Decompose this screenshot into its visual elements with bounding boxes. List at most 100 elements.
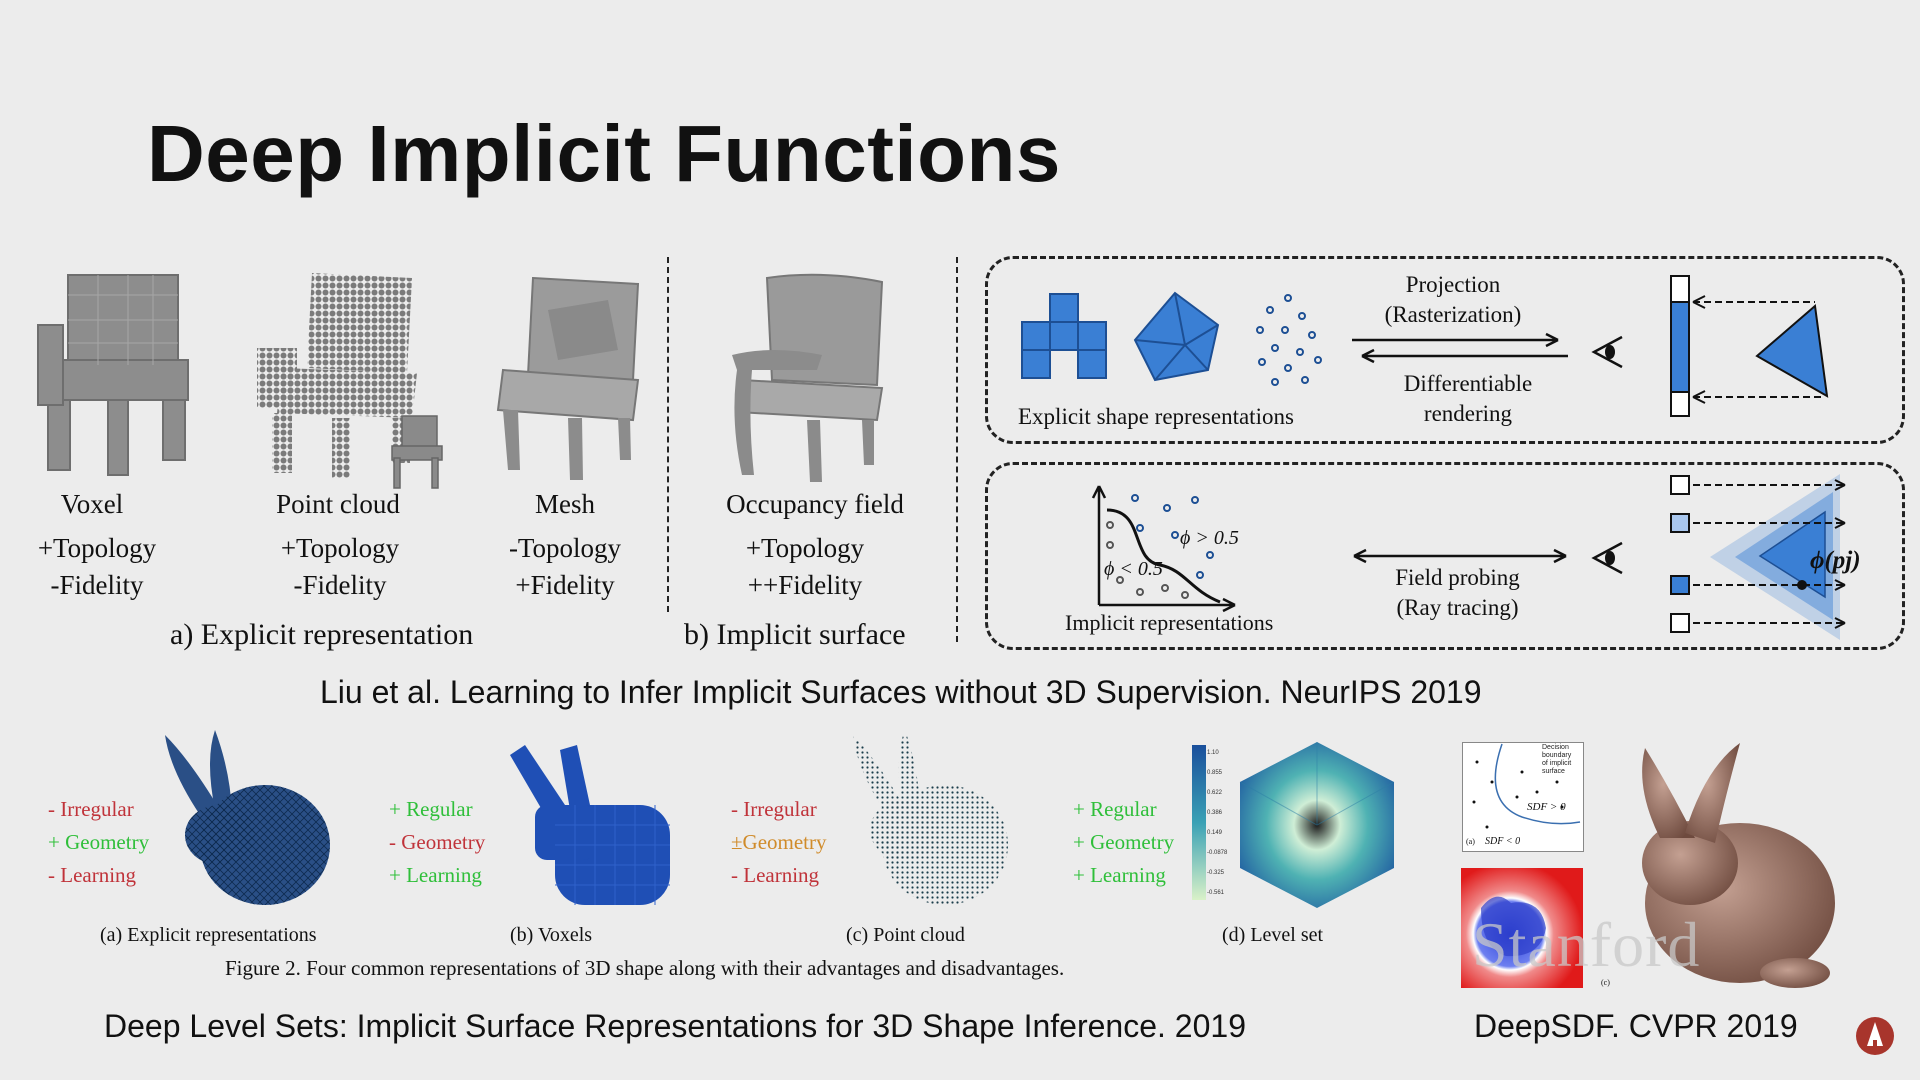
colorbar-tick: 0.149 <box>1207 830 1223 836</box>
panel-c-attr-3: - Learning <box>731 863 820 887</box>
eye-icon-upper <box>1591 335 1623 369</box>
phi-pj-label: ϕ(pj) <box>1810 547 1861 574</box>
explicit-bunny-image <box>165 730 330 905</box>
panel-c-attributes: - Irregular ±Geometry - Learning <box>731 793 827 892</box>
citation-deepsdf: DeepSDF. CVPR 2019 <box>1474 1008 1798 1044</box>
figure-2-caption: Figure 2. Four common representations of… <box>225 956 1065 980</box>
point-cloud-pro-2: -Fidelity <box>293 570 387 600</box>
occupancy-label: Occupancy field <box>726 489 904 519</box>
projection-line-1: Projection <box>1405 272 1501 297</box>
section-b-label: b) Implicit surface <box>684 618 906 651</box>
ray-tracing-diagram <box>1670 474 1846 640</box>
voxel-bunny-image <box>510 745 670 905</box>
stanford-watermark: Stanford <box>1472 909 1701 980</box>
point-cloud-label: Point cloud <box>276 489 400 519</box>
panel-a-attr-3: - Learning <box>48 863 137 887</box>
level-set-cube-image <box>1239 742 1395 908</box>
explicit-shape-caption: Explicit shape representations <box>1018 404 1294 429</box>
implicit-plot-diagram <box>1091 485 1236 613</box>
point-cloud-pro-1: +Topology <box>280 533 400 563</box>
sdf-panel-c-label: (c) <box>1601 978 1610 987</box>
projection-line-2: (Rasterization) <box>1384 302 1522 327</box>
occupancy-pro-1: +Topology <box>745 533 865 563</box>
panel-d-attributes: + Regular + Geometry + Learning <box>1073 793 1174 892</box>
projection-label: Projection (Rasterization) <box>1368 270 1538 330</box>
mesh-pro-2: +Fidelity <box>515 570 615 600</box>
voxel-pro-2: -Fidelity <box>50 570 144 600</box>
projection-screen-diagram <box>1670 275 1829 417</box>
eye-icon-lower <box>1591 541 1623 575</box>
citation-deep-level-sets: Deep Level Sets: Implicit Surface Repres… <box>104 1008 1246 1044</box>
mesh-pros: -Topology +Fidelity <box>490 530 640 604</box>
panel-c-caption: (c) Point cloud <box>846 924 965 946</box>
panel-b-attr-3: + Learning <box>389 863 482 887</box>
panel-b-attr-1: + Regular <box>389 797 473 821</box>
section-a-label: a) Explicit representation <box>170 618 474 651</box>
phi-less-label: ϕ < 0.5 <box>1104 558 1163 580</box>
point-cloud-chair-image <box>257 273 443 489</box>
sdf-decision-boundary-panel <box>1462 742 1584 852</box>
level-set-colorbar <box>1192 745 1206 900</box>
divider-explicit-implicit <box>667 257 669 612</box>
sdf-boundary-line: of implicit <box>1542 760 1572 767</box>
sdf-heatmap-image <box>1461 868 1583 988</box>
colorbar-tick: -0.561 <box>1207 890 1225 896</box>
sdf-panel-a-label: (a) <box>1466 837 1475 846</box>
panel-b-caption: (b) Voxels <box>510 924 593 946</box>
sdf-boundary-label: Decision boundary of implicit surface <box>1542 744 1571 776</box>
slide-title: Deep Implicit Functions <box>147 109 1061 198</box>
field-probing-line-2: (Ray tracing) <box>1396 595 1519 620</box>
mesh-polygon-icon <box>1133 291 1220 382</box>
panel-b-attr-2: - Geometry <box>389 830 486 854</box>
voxel-chair-image <box>37 274 189 476</box>
field-probing-label: Field probing (Ray tracing) <box>1375 563 1540 623</box>
sdf-boundary-line: Decision <box>1542 744 1569 751</box>
panel-d-attr-3: + Learning <box>1073 863 1166 887</box>
colorbar-ticks: 1.10 0.855 0.622 0.386 0.149 -0.0878 -0.… <box>1207 743 1227 903</box>
sdf-boundary-line: boundary <box>1542 752 1572 759</box>
voxel-pro-1: +Topology <box>37 533 157 563</box>
point-cloud-pros: +Topology -Fidelity <box>265 530 415 604</box>
sdf-negative-label: SDF < 0 <box>1485 836 1521 847</box>
field-probing-line-1: Field probing <box>1395 565 1520 590</box>
voxel-pros: +Topology -Fidelity <box>22 530 172 604</box>
sdf-boundary-diagram <box>1472 743 1581 829</box>
mesh-chair-image <box>496 276 640 480</box>
sdf-boundary-line: surface <box>1542 768 1565 775</box>
colorbar-tick: 0.386 <box>1207 810 1223 816</box>
colorbar-tick: 1.10 <box>1207 750 1219 756</box>
panel-b-attributes: + Regular - Geometry + Learning <box>389 793 485 892</box>
panel-d-caption: (d) Level set <box>1222 924 1324 946</box>
colorbar-tick: 0.855 <box>1207 770 1223 776</box>
differentiable-rendering-label: Differentiable rendering <box>1378 369 1558 429</box>
panel-d-attr-1: + Regular <box>1073 797 1157 821</box>
panel-a-attr-2: + Geometry <box>48 830 150 854</box>
stanford-logo <box>1856 1017 1894 1055</box>
colorbar-tick: -0.0878 <box>1207 850 1228 856</box>
colorbar-tick: 0.622 <box>1207 790 1223 796</box>
deepsdf-bunny-image <box>1642 743 1835 988</box>
voxel-cross-icon <box>1021 293 1107 379</box>
point-cloud-bunny-image <box>853 730 1008 905</box>
implicit-representation-caption: Implicit representations <box>1065 610 1274 635</box>
projection-arrows <box>1352 332 1568 364</box>
diff-render-line-2: rendering <box>1423 401 1513 426</box>
panel-d-attr-2: + Geometry <box>1073 830 1175 854</box>
occupancy-chair-image <box>732 273 884 482</box>
panel-a-attr-1: - Irregular <box>48 797 134 821</box>
colorbar-tick: -0.325 <box>1207 870 1225 876</box>
implicit-rendering-box <box>985 462 1905 650</box>
mesh-pro-1: -Topology <box>508 533 622 563</box>
occupancy-pro-2: ++Fidelity <box>747 570 863 600</box>
explicit-rendering-box <box>985 256 1905 444</box>
voxel-label: Voxel <box>60 489 124 519</box>
panel-a-caption: (a) Explicit representations <box>100 924 317 946</box>
panel-a-attributes: - Irregular + Geometry - Learning <box>48 793 149 892</box>
occupancy-pros: +Topology ++Fidelity <box>730 530 880 604</box>
citation-liu: Liu et al. Learning to Infer Implicit Su… <box>320 674 1482 710</box>
panel-c-attr-1: - Irregular <box>731 797 817 821</box>
divider-implicit-box <box>956 257 958 642</box>
sdf-positive-label: SDF > 0 <box>1527 801 1566 813</box>
phi-greater-label: ϕ > 0.5 <box>1180 527 1239 549</box>
panel-c-attr-2: ±Geometry <box>731 830 827 854</box>
